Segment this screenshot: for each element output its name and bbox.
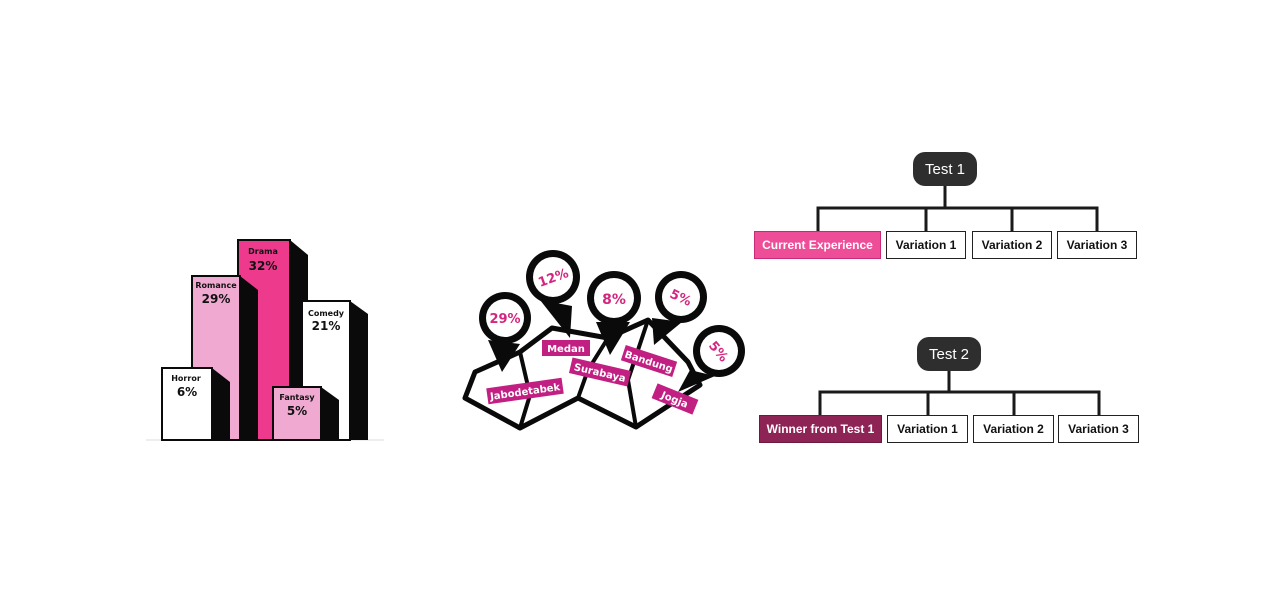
map-pin: 5% — [678, 325, 745, 392]
drama-bar-value: 32% — [249, 259, 278, 273]
test-1-root: Test 1 — [913, 152, 977, 186]
test-1-variation-1: Variation 1 — [886, 231, 966, 259]
test-2-variation-3: Variation 3 — [1058, 415, 1139, 443]
comedy-bar-name: Comedy — [308, 309, 345, 318]
test-1-variation-2: Variation 2 — [972, 231, 1052, 259]
city-label: Medan — [542, 340, 590, 356]
fantasy-bar-side — [321, 387, 339, 440]
map-pin: 8% — [587, 271, 641, 355]
tree-2-connector — [818, 371, 1101, 416]
city-label-text: Medan — [547, 344, 585, 355]
genre-bar-illustration: Drama 32% Romance 29% Comedy 21% Horror … — [146, 239, 384, 441]
fantasy-bar-name: Fantasy — [279, 393, 315, 402]
fantasy-bar — [272, 386, 322, 441]
comedy-bar-value: 21% — [312, 319, 341, 333]
test-2-winner-from-test-1: Winner from Test 1 — [759, 415, 882, 443]
map-pin: 5% — [652, 271, 707, 345]
comedy-bar-side — [350, 301, 368, 440]
romance-bar-name: Romance — [195, 281, 237, 290]
drama-bar-name: Drama — [248, 247, 278, 256]
city-map-illustration: 29% 12% 8% 5% 5% — [462, 250, 745, 431]
test-1-current-experience: Current Experience — [754, 231, 881, 259]
horror-bar — [161, 367, 213, 441]
test-2-root: Test 2 — [917, 337, 981, 371]
fantasy-bar-value: 5% — [287, 404, 307, 418]
map-pin: 12% — [526, 250, 580, 338]
pin-value: 29% — [489, 312, 520, 327]
pin-value: 8% — [602, 292, 626, 308]
horror-bar-value: 6% — [177, 385, 197, 399]
map-pin: 29% — [479, 292, 531, 372]
tree-1-connector — [816, 186, 1099, 232]
test-2-variation-1: Variation 1 — [887, 415, 968, 443]
horror-bar-side — [212, 368, 230, 440]
test-1-variation-3: Variation 3 — [1057, 231, 1137, 259]
romance-bar-value: 29% — [202, 292, 231, 306]
horror-bar-name: Horror — [171, 374, 201, 383]
romance-bar-side — [240, 276, 258, 440]
test-tree-connectors — [816, 186, 1101, 416]
test-2-variation-2: Variation 2 — [973, 415, 1054, 443]
